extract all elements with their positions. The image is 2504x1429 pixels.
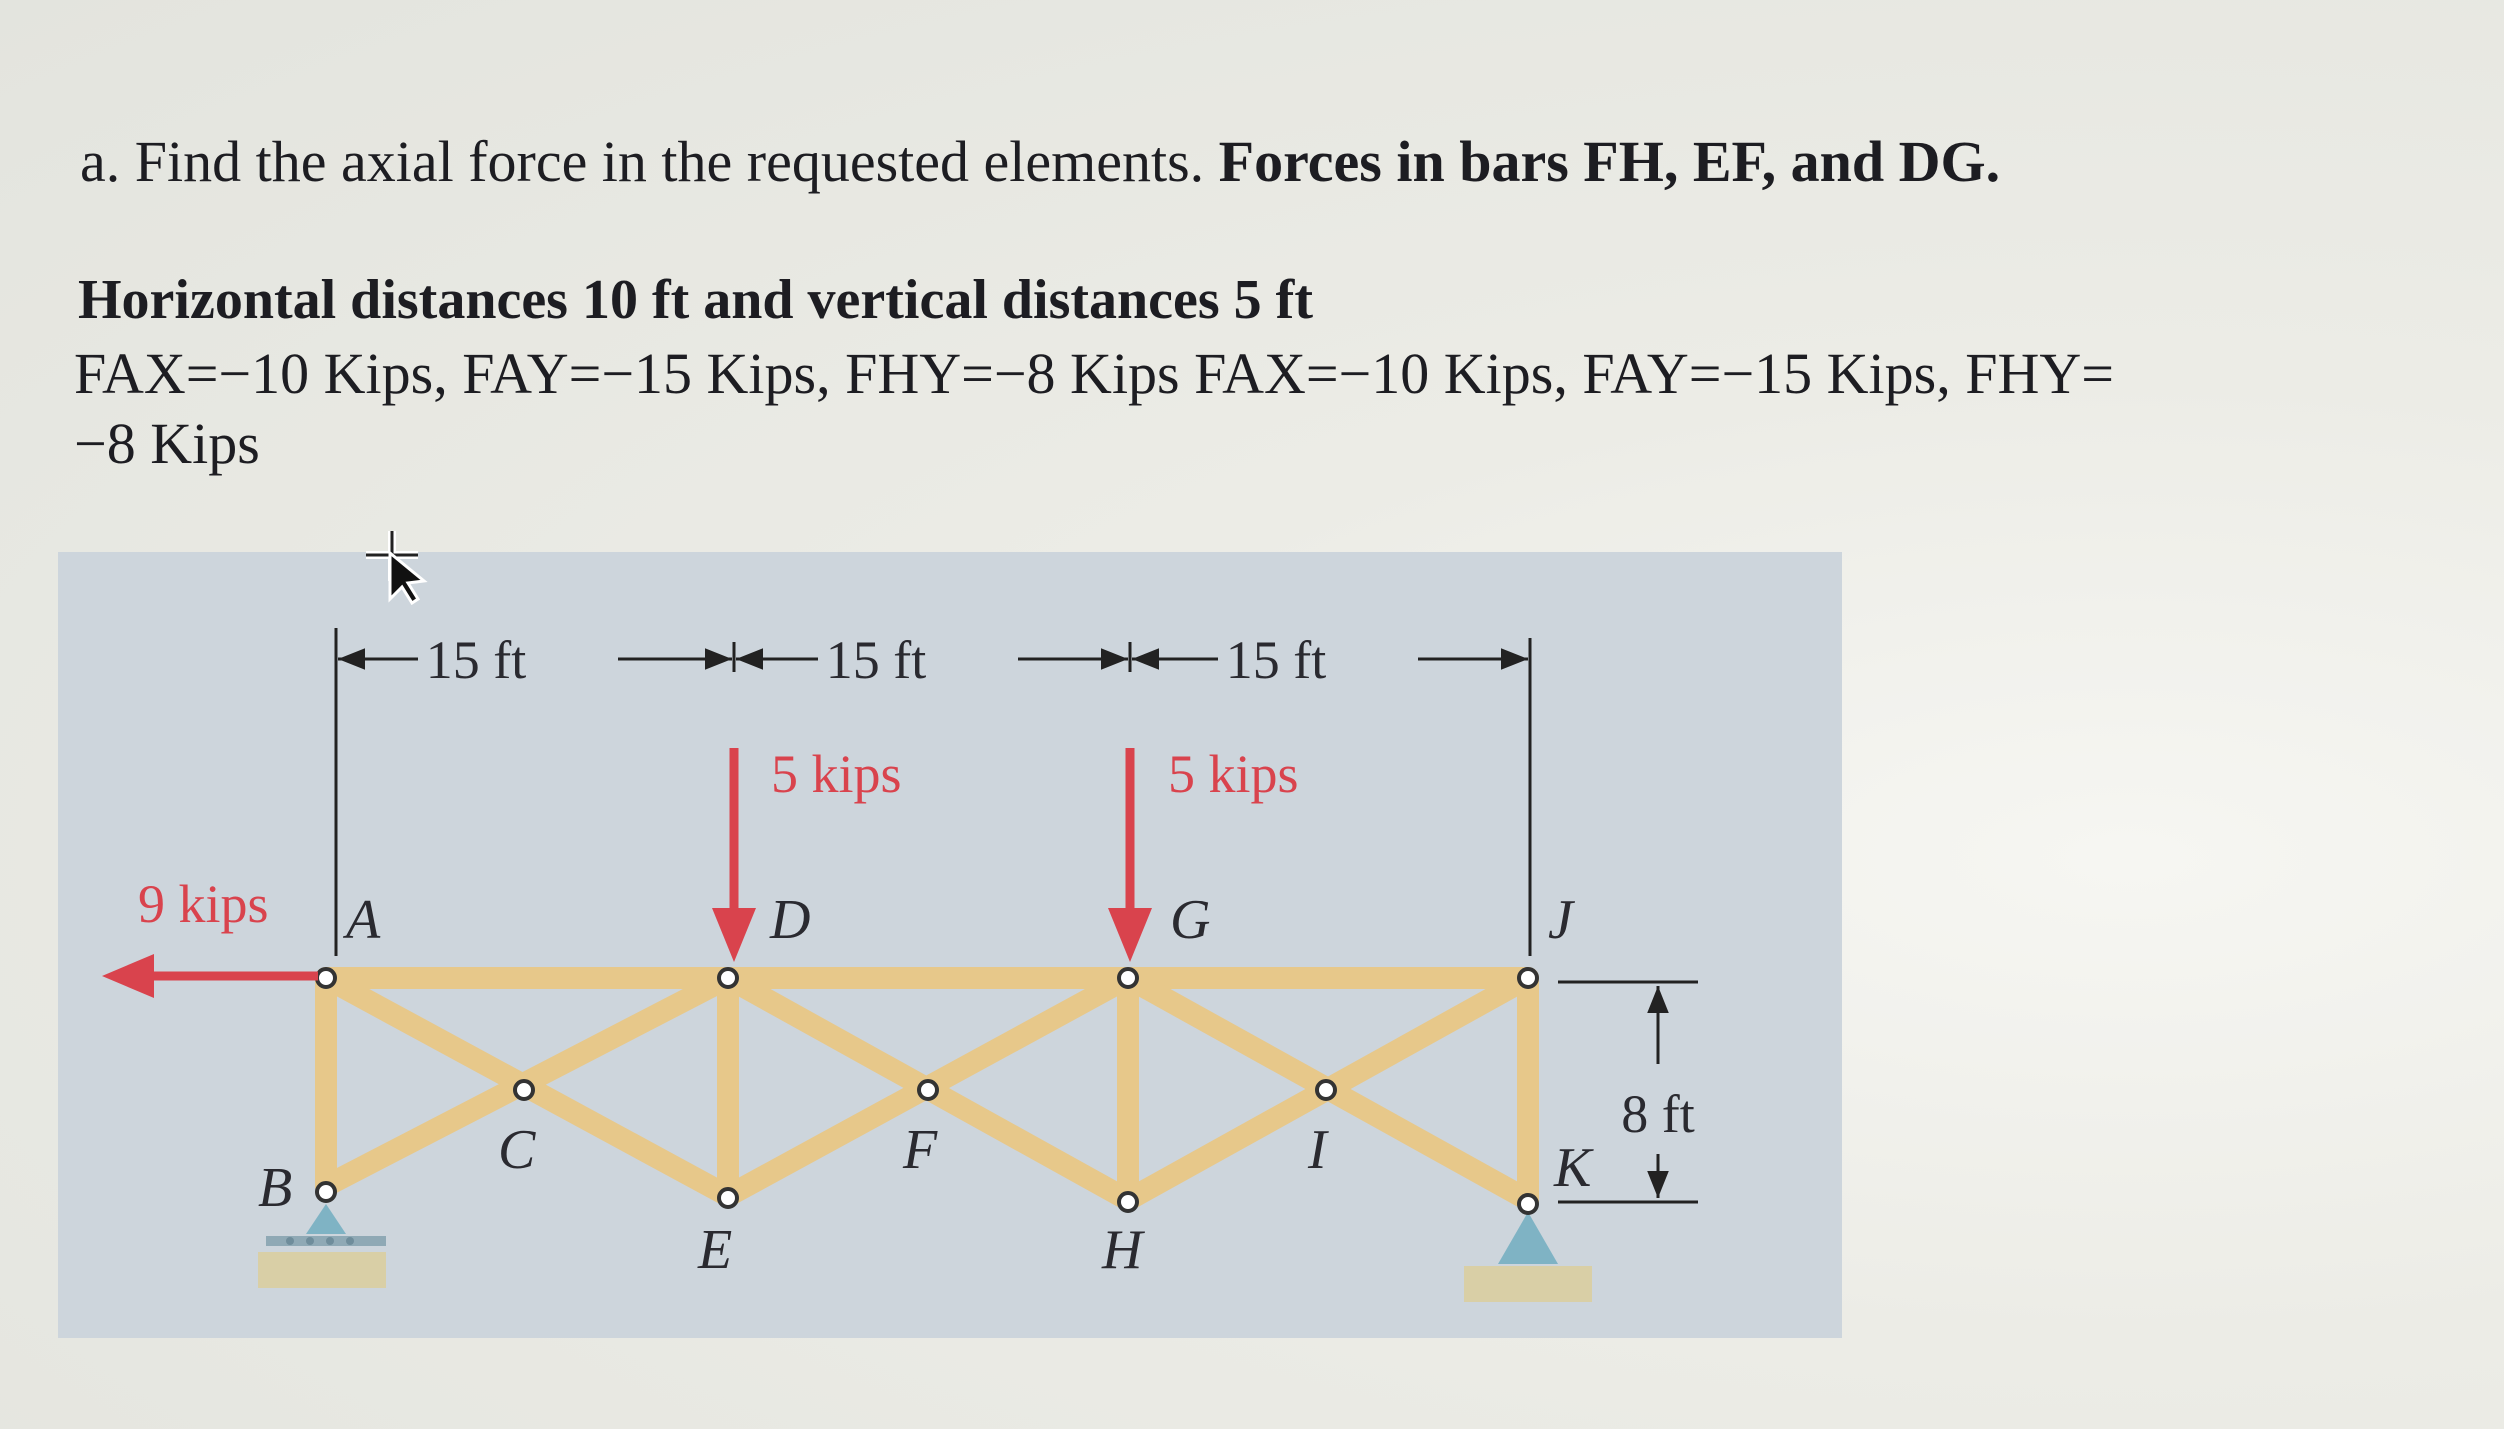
question-prefix: a. [80, 129, 121, 194]
joint-label-J: J [1548, 889, 1576, 951]
dim-label-3: 15 ft [1226, 630, 1327, 690]
load-label-D: 5 kips [771, 744, 902, 804]
joint-label-F: F [902, 1119, 938, 1181]
support-K [1464, 1212, 1592, 1302]
joint-H [1117, 1191, 1139, 1213]
joint-B [315, 1181, 337, 1203]
joint-label-E: E [697, 1219, 732, 1281]
question-line: a. Find the axial force in the requested… [80, 128, 2000, 195]
distances-heading: Horizontal distances 10 ft and vertical … [78, 269, 1313, 331]
joint-F [917, 1079, 939, 1101]
figure-panel [58, 552, 1842, 1338]
truss-figure: 15 ft 15 ft 15 ft 8 ft 5 kips 5 kips 9 k… [58, 552, 1842, 1338]
joint-label-C: C [498, 1119, 536, 1181]
load-arrows [102, 748, 1152, 998]
values-line-2: −8 Kips [74, 411, 260, 476]
load-label-horizontal: 9 kips [138, 874, 269, 934]
dim-label-2: 15 ft [826, 630, 927, 690]
joint-A [315, 967, 337, 989]
support-B [258, 1204, 386, 1288]
truss-joints [315, 967, 1539, 1215]
joint-C [513, 1079, 535, 1101]
joint-I [1315, 1079, 1337, 1101]
joint-G [1117, 967, 1139, 989]
dimension-arrows [338, 648, 1669, 1198]
joint-label-I: I [1307, 1119, 1329, 1181]
joint-K [1517, 1193, 1539, 1215]
dimension-extension-lines [334, 628, 1698, 1204]
dim-label-1: 15 ft [426, 630, 527, 690]
joint-E [717, 1187, 739, 1209]
question-text: Find the axial force in the requested el… [134, 129, 1205, 194]
joint-label-B: B [258, 1157, 292, 1219]
joint-D [717, 967, 739, 989]
joint-label-K: K [1553, 1137, 1594, 1199]
joint-label-D: D [769, 889, 810, 951]
joint-label-H: H [1101, 1219, 1145, 1281]
height-label: 8 ft [1621, 1084, 1695, 1144]
values-line-1: FAX=−10 Kips, FAY=−15 Kips, FHY=−8 Kips … [74, 341, 2114, 406]
joint-J [1517, 967, 1539, 989]
joint-label-G: G [1170, 889, 1210, 951]
joint-label-A: A [342, 889, 381, 951]
load-label-G: 5 kips [1168, 744, 1299, 804]
question-bold-text: Forces in bars FH, EF, and DG. [1218, 129, 2001, 194]
move-cursor-icon [366, 531, 428, 605]
